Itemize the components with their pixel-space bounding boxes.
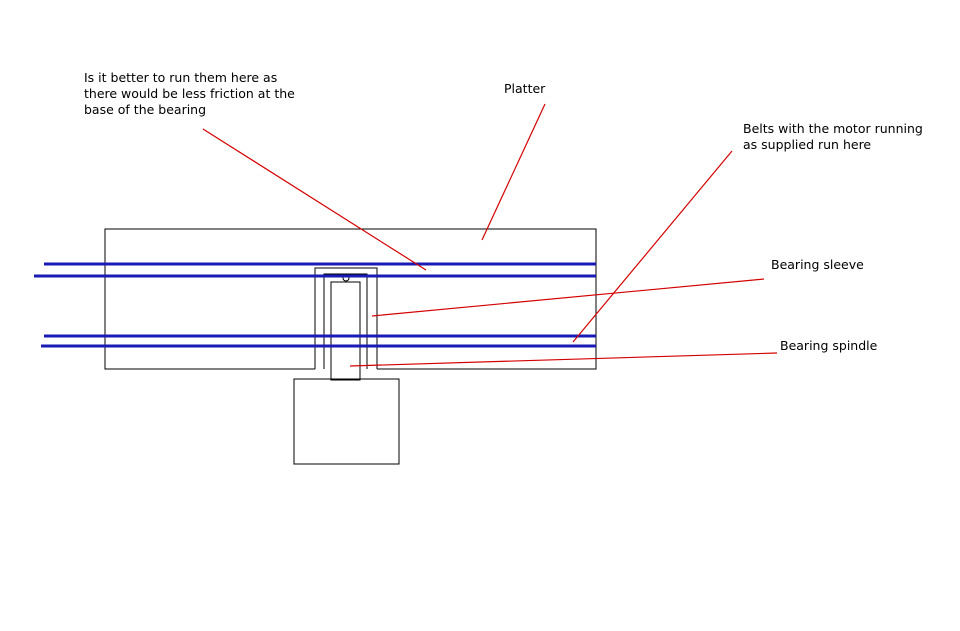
- belts-annotation: Belts with the motor running as supplied…: [743, 121, 923, 153]
- belts-line: as supplied run here: [743, 137, 872, 152]
- leader-line-spindle: [349, 352, 778, 367]
- bearing-spindle-label: Bearing spindle: [780, 338, 878, 353]
- bearing-spindle: [330, 281, 361, 381]
- leader-line-sleeve: [371, 278, 765, 317]
- leader-line-platter: [481, 103, 546, 241]
- bearing-sleeve-label: Bearing sleeve: [771, 257, 864, 272]
- question-line: Is it better to run them here as: [84, 70, 278, 85]
- belts-line: Belts with the motor running: [743, 121, 923, 136]
- question-line: base of the bearing: [84, 102, 207, 117]
- question-line: there would be less friction at the: [84, 86, 295, 101]
- platter-outline: [104, 228, 597, 370]
- question-annotation: Is it better to run them here as there w…: [84, 70, 295, 118]
- leader-line-belts: [572, 150, 733, 343]
- base-block: [293, 378, 400, 465]
- platter-label: Platter: [504, 81, 546, 96]
- bearing-sleeve-outer: [314, 267, 378, 369]
- bearing-sleeve-inner: [323, 273, 368, 369]
- leader-line-question: [202, 128, 427, 271]
